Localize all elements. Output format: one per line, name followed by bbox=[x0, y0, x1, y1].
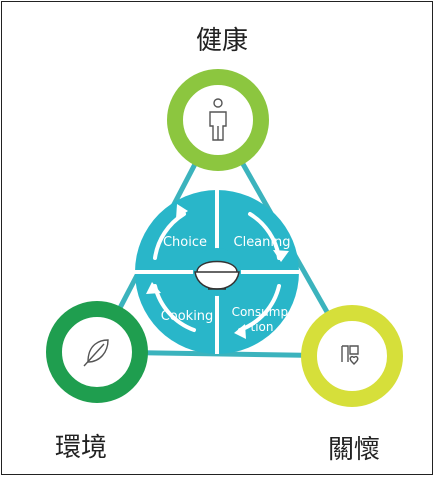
node-environment bbox=[46, 301, 148, 403]
health-ring bbox=[167, 69, 269, 171]
label-health: 健康 bbox=[196, 26, 249, 56]
label-cooking: Cooking bbox=[161, 309, 214, 324]
label-consumption-1: Consump- bbox=[232, 305, 293, 319]
label-consumption-2: tion bbox=[251, 320, 274, 334]
node-care bbox=[301, 305, 403, 407]
label-cleaning: Cleaning bbox=[234, 235, 291, 250]
arrow-top-left bbox=[153, 212, 186, 260]
leaf-icon bbox=[83, 339, 109, 367]
arrow-heads bbox=[146, 204, 289, 339]
node-health bbox=[167, 69, 269, 171]
arrow-bottom-right bbox=[238, 284, 281, 332]
rice-bowl-icon bbox=[193, 248, 241, 296]
label-care: 關懷 bbox=[328, 435, 381, 465]
person-icon bbox=[209, 98, 227, 141]
label-environment: 環境 bbox=[55, 433, 108, 463]
center-cycle: Choice Cleaning Cooking Consump- tion bbox=[135, 190, 299, 354]
label-choice: Choice bbox=[163, 235, 207, 250]
heart-hand-icon bbox=[341, 345, 359, 365]
